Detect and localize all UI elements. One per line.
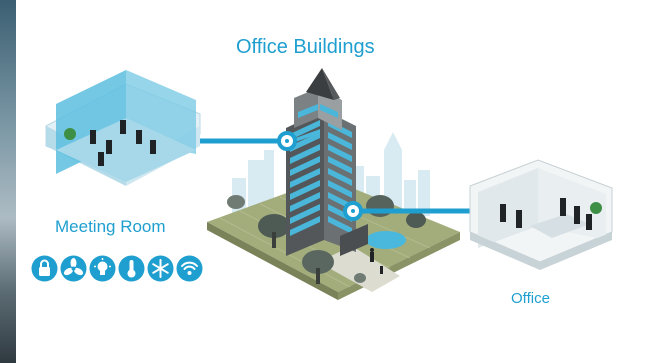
- diagram-title: Office Buildings: [236, 36, 375, 58]
- office-tower: [286, 68, 368, 256]
- office-label: Office: [511, 290, 550, 307]
- office-illustration: [469, 159, 613, 270]
- snowflake-icon: [147, 255, 174, 282]
- lightbulb-icon: [89, 255, 116, 282]
- lock-icon: [31, 255, 58, 282]
- thermometer-icon: [118, 255, 145, 282]
- fan-icon: [60, 255, 87, 282]
- meeting-room-label: Meeting Room: [55, 217, 166, 236]
- pedestrian-figure: [370, 248, 383, 274]
- device-icon-row: [31, 255, 203, 282]
- connector-nodes: [277, 131, 363, 221]
- connector-lines: [198, 138, 470, 214]
- meeting-room-illustration: [45, 70, 201, 186]
- wifi-icon: [176, 255, 203, 282]
- left-edge-photo-strip: [0, 0, 16, 363]
